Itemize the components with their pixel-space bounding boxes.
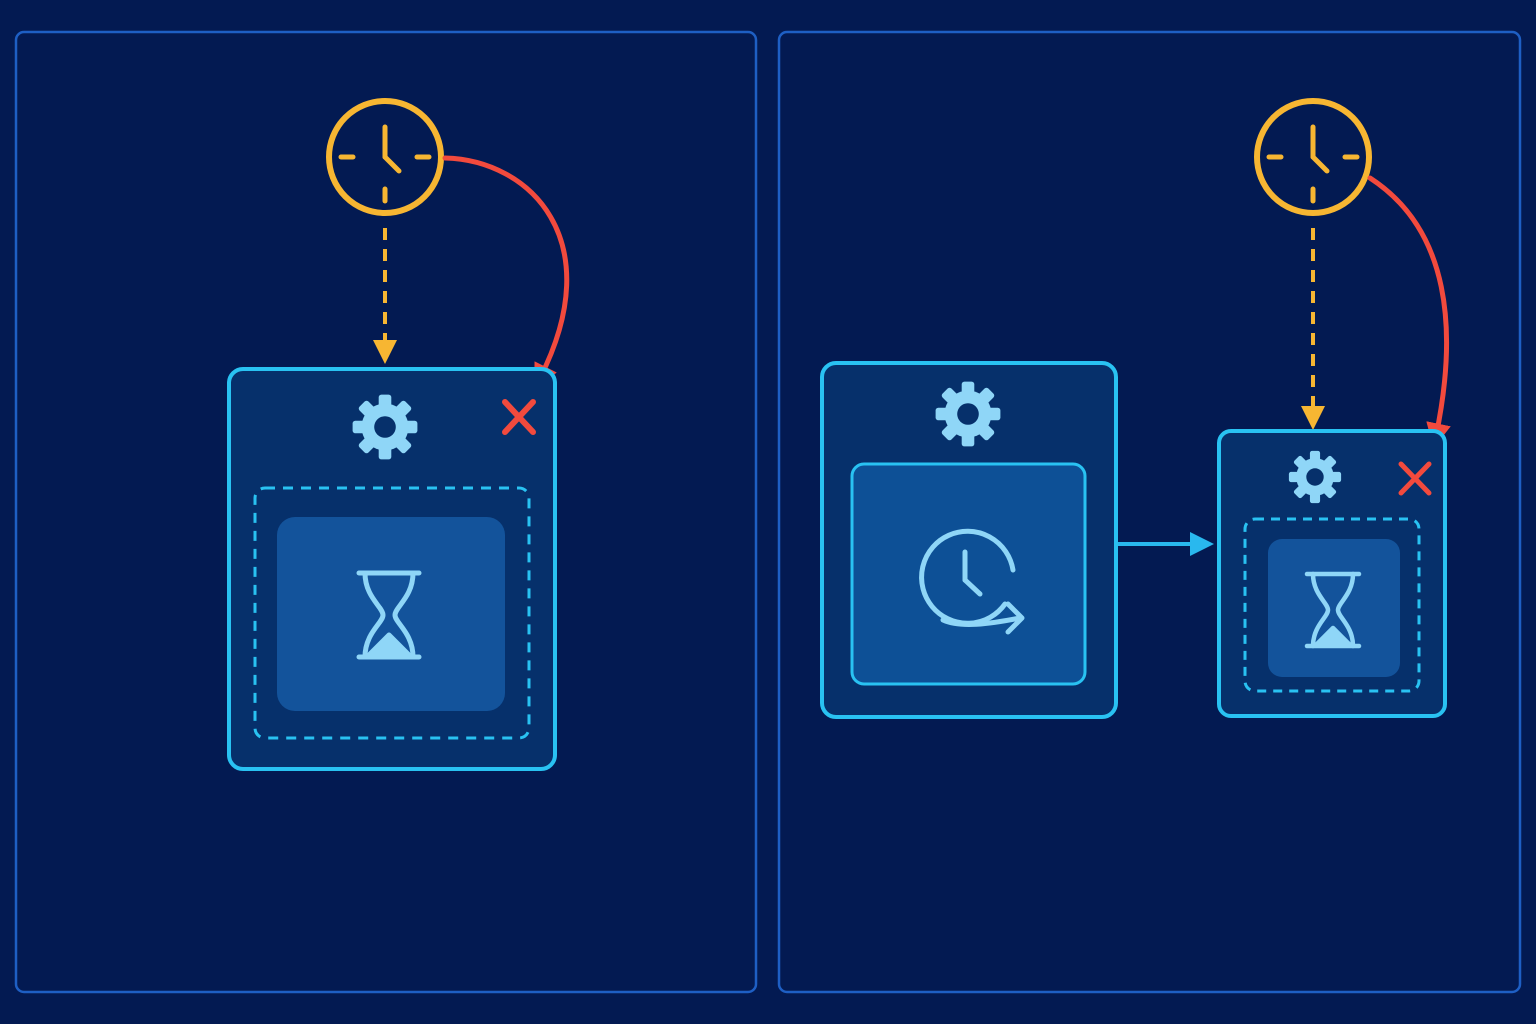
close-x-icon: [1398, 461, 1432, 496]
gear-icon: [935, 381, 1001, 447]
right-panel: [777, 30, 1522, 994]
task-box: [227, 367, 557, 771]
timer-clock-icon: [326, 98, 444, 216]
dashed-container: [253, 486, 531, 740]
gear-icon: [352, 394, 418, 460]
inner-card: [1268, 539, 1400, 677]
hourglass-icon: [356, 570, 422, 660]
task-box: [1217, 429, 1447, 718]
dashed-container: [1243, 517, 1421, 693]
scheduler-box: [820, 361, 1118, 719]
inner-card: [277, 517, 505, 711]
gear-icon: [1288, 450, 1342, 504]
left-panel-border: [14, 30, 758, 994]
left-panel: [14, 30, 758, 994]
cancel-curved-arrow: [442, 155, 570, 390]
cancel-curved-arrow: [1367, 175, 1451, 449]
scheduler-inner-card: [850, 462, 1087, 686]
timer-clock-icon: [1254, 98, 1372, 216]
hourglass-icon: [1304, 571, 1362, 649]
close-x-icon: [502, 399, 536, 435]
clock-rotate-arrow-icon: [919, 528, 1025, 635]
right-panel-border: [777, 30, 1522, 994]
